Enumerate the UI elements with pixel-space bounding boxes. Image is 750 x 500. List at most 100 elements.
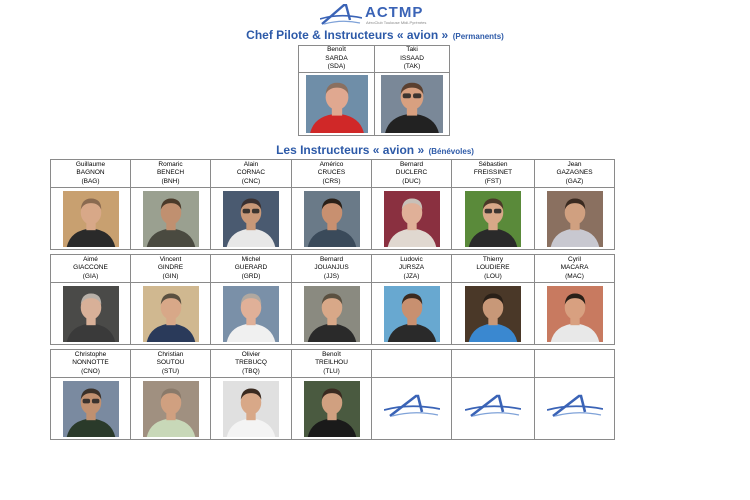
instructor-last-name: BENECH xyxy=(156,169,185,177)
instructor-last-name: GAZAGNES xyxy=(556,169,593,177)
instructor-photo-cell xyxy=(210,377,292,440)
instructor-photo xyxy=(62,285,119,342)
instructor-last-name: GIACCONE xyxy=(73,264,108,272)
instructor-last-name: TREBUCQ xyxy=(235,359,267,367)
instructor-first-name: Christian xyxy=(157,350,184,358)
instructor-code: (TBQ) xyxy=(242,367,260,375)
instructor-last-name: FREISSINET xyxy=(473,169,513,177)
instructor-first-name: Olivier xyxy=(241,350,261,358)
chief-section-note: (Permanents) xyxy=(452,32,504,41)
instructor-photo xyxy=(223,190,279,247)
actmp-logo-icon xyxy=(465,394,521,418)
instructor-first-name: Benoît xyxy=(322,350,341,358)
instructor-last-name: CRUCES xyxy=(317,169,346,177)
volunteer-section-note: (Bénévoles) xyxy=(428,147,474,156)
instructor-photo xyxy=(142,380,199,437)
instructor-first-name: Sébastien xyxy=(478,160,508,168)
table-row xyxy=(50,282,615,345)
table-row xyxy=(50,187,615,250)
instructor-first-name: Christophe xyxy=(74,350,107,358)
actmp-logo-icon xyxy=(319,3,363,26)
instructor-photo-cell xyxy=(210,282,292,345)
instructor-photo xyxy=(142,285,199,342)
instructor-photo-cell xyxy=(50,377,131,440)
instructor-code: (GIA) xyxy=(82,272,99,280)
instructor-last-name: DUCLERC xyxy=(395,169,428,177)
instructor-photo-cell xyxy=(371,282,452,345)
instructor-photo-cell xyxy=(371,187,452,250)
instructor-code: (GAZ) xyxy=(565,177,584,185)
instructor-code: (CRS) xyxy=(322,177,341,185)
instructor-first-name: Taki xyxy=(406,46,418,54)
instructor-photo xyxy=(465,190,521,247)
instructor-photo-cell xyxy=(130,282,211,345)
instructor-photo-cell xyxy=(451,377,535,440)
instructor-photo xyxy=(142,190,199,247)
instructor-first-name: Benoît xyxy=(327,46,346,54)
instructor-photo xyxy=(303,380,360,437)
instructor-first-name: Jean xyxy=(567,160,582,168)
actmp-logo: ACTMP AéroClub Toulouse Midi-Pyrénées xyxy=(319,3,435,26)
logo-subtitle: AéroClub Toulouse Midi-Pyrénées xyxy=(366,20,427,25)
instructor-code: (FST) xyxy=(484,177,502,185)
instructor-code: (LOU) xyxy=(484,272,502,280)
instructor-name-cell xyxy=(534,349,615,378)
instructor-first-name: Bernard xyxy=(319,255,344,263)
instructor-photo-cell xyxy=(534,187,615,250)
instructor-code: (STU) xyxy=(161,367,180,375)
instructor-photo-cell xyxy=(298,72,375,136)
instructor-last-name: JOUANJUS xyxy=(314,264,349,272)
instructor-photo xyxy=(383,285,440,342)
instructor-photo-cell xyxy=(371,377,452,440)
instructor-first-name: Bernard xyxy=(399,160,424,168)
instructor-photo xyxy=(223,380,279,437)
instructor-photo-cell xyxy=(534,282,615,345)
instructor-last-name: SOUTOU xyxy=(156,359,185,367)
instructor-photo-cell xyxy=(130,377,211,440)
instructor-photo-cell xyxy=(50,282,131,345)
instructor-photo xyxy=(546,285,603,342)
instructor-code: (GIN) xyxy=(162,272,179,280)
instructor-photo xyxy=(381,75,443,133)
instructor-code: (BAG) xyxy=(81,177,100,185)
instructor-last-name: ISSAAD xyxy=(400,54,424,62)
instructor-photo xyxy=(383,190,440,247)
instructor-photo xyxy=(305,75,368,133)
instructor-name-cell xyxy=(371,349,452,378)
instructor-code: (BNH) xyxy=(161,177,180,185)
instructor-first-name: Cyril xyxy=(568,255,581,263)
volunteer-section-title: Les Instructeurs « avion » xyxy=(276,143,425,157)
instructor-first-name: Alain xyxy=(243,160,259,168)
volunteer-section-heading: Les Instructeurs « avion » (Bénévoles) xyxy=(0,141,750,159)
table-row xyxy=(50,377,615,440)
instructor-code: (JZA) xyxy=(403,272,420,280)
instructor-code: (GRD) xyxy=(241,272,261,280)
instructor-last-name: BAGNON xyxy=(76,169,105,177)
instructor-last-name: CORNAC xyxy=(236,169,266,177)
table-row xyxy=(298,72,450,136)
chief-section-heading: Chef Pilote & Instructeurs « avion » (Pe… xyxy=(0,26,750,44)
instructor-photo xyxy=(546,190,603,247)
instructor-code: (CNC) xyxy=(241,177,261,185)
logo-text: ACTMP xyxy=(365,4,424,21)
instructor-photo-cell xyxy=(451,282,535,345)
instructor-last-name: TREILHOU xyxy=(315,359,348,367)
actmp-logo-icon xyxy=(383,394,440,418)
instructor-photo xyxy=(62,380,119,437)
instructor-code: (SDA) xyxy=(327,63,346,71)
